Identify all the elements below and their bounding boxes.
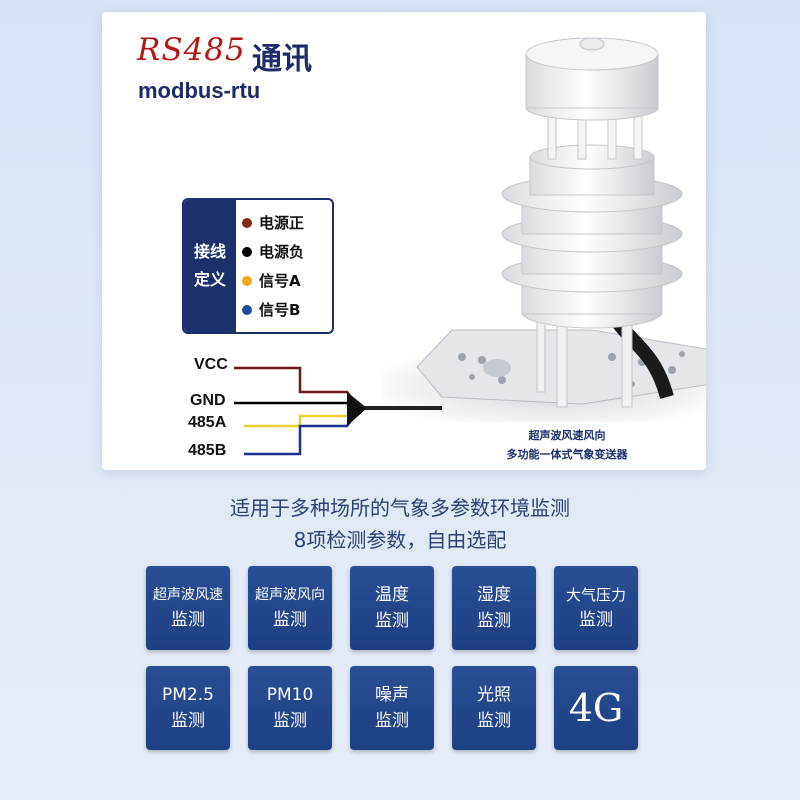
tile-label: 大气压力 [565, 586, 626, 604]
tile-label: PM10 [266, 685, 314, 705]
wire-485a [244, 406, 361, 428]
communication-label: 通讯 [252, 42, 312, 77]
yellow-dot-icon [242, 275, 252, 286]
tile-humidity: 湿度 监测 [452, 566, 536, 650]
product-caption-line2: 多功能一体式气象变送器 [506, 448, 628, 461]
wiring-item-label: 信号A [259, 272, 301, 290]
subtitle-line2: 8项检测参数，自由选配 [293, 528, 507, 552]
wiring-list: 电源正 电源负 信号A 信号B [242, 208, 304, 324]
tile-label: PM2.5 [162, 685, 214, 705]
weather-station-illustration [382, 37, 706, 422]
wiring-item-label: 电源负 [259, 243, 305, 261]
tile-pm10: PM10 监测 [248, 666, 332, 750]
tile-pm25: PM2.5 监测 [146, 666, 230, 750]
tile-pressure: 大气压力 监测 [554, 566, 638, 650]
tile-label: 噪声 [375, 685, 409, 705]
tile-temperature: 温度 监测 [350, 566, 434, 650]
wiring-item-label: 电源正 [259, 214, 305, 232]
tile-sublabel: 监测 [273, 711, 307, 731]
protocol-label: modbus-rtu [138, 78, 261, 103]
tile-label: 超声波风速 [153, 587, 223, 603]
rs485-label: RS485 [137, 32, 246, 68]
wiring-item-signal-a: 信号A [242, 266, 304, 295]
product-caption-line1: 超声波风速风向 [528, 429, 606, 442]
wire-label-gnd: GND [190, 392, 226, 409]
wire-gnd [234, 401, 361, 410]
tile-label: 温度 [375, 585, 409, 605]
wire-label-485b: 485B [188, 442, 227, 459]
wiring-item-power-negative: 电源负 [242, 237, 304, 266]
tile-sublabel: 监测 [477, 611, 511, 631]
tile-wind-direction: 超声波风向 监测 [248, 566, 332, 650]
tile-sublabel: 监测 [477, 711, 511, 731]
tile-illuminance: 光照 监测 [452, 666, 536, 750]
tile-sublabel: 监测 [579, 610, 613, 630]
wiring-item-signal-b: 信号B [242, 295, 304, 324]
black-dot-icon [242, 246, 252, 257]
tile-sublabel: 监测 [171, 610, 205, 630]
wiring-title-line1: 接线 [193, 242, 226, 261]
wire-diagram [234, 366, 442, 456]
product-caption: 超声波风速风向 多功能一体式气象变送器 [462, 426, 672, 464]
wire-label-485a: 485A [188, 414, 227, 431]
tile-noise: 噪声 监测 [350, 666, 434, 750]
tile-sublabel: 监测 [273, 610, 307, 630]
product-card: RS485 通讯 modbus-rtu [102, 12, 706, 470]
tile-sublabel: 监测 [171, 711, 205, 731]
wiring-title: 接线 定义 [184, 200, 236, 332]
tile-sublabel: 监测 [375, 611, 409, 631]
tile-sublabel: 监测 [375, 711, 409, 731]
wiring-item-label: 信号B [259, 301, 301, 319]
tile-label: 光照 [477, 685, 511, 705]
blue-dot-icon [242, 304, 252, 315]
tile-4g: 4G [554, 666, 638, 750]
tile-label: 超声波风向 [255, 587, 325, 603]
tile-label: 4G [568, 686, 624, 730]
wiring-title-line2: 定义 [193, 270, 226, 289]
tile-label: 湿度 [477, 585, 511, 605]
subtitle-line1: 适用于多种场所的气象多参数环境监测 [230, 496, 570, 520]
wiring-item-power-positive: 电源正 [242, 208, 304, 237]
wire-junction-arrow [347, 392, 367, 426]
wiring-definition-box: 接线 定义 电源正 电源负 信号A 信号B [182, 198, 334, 334]
wire-label-vcc: VCC [194, 356, 228, 373]
tile-wind-speed: 超声波风速 监测 [146, 566, 230, 650]
brown-dot-icon [242, 217, 252, 228]
